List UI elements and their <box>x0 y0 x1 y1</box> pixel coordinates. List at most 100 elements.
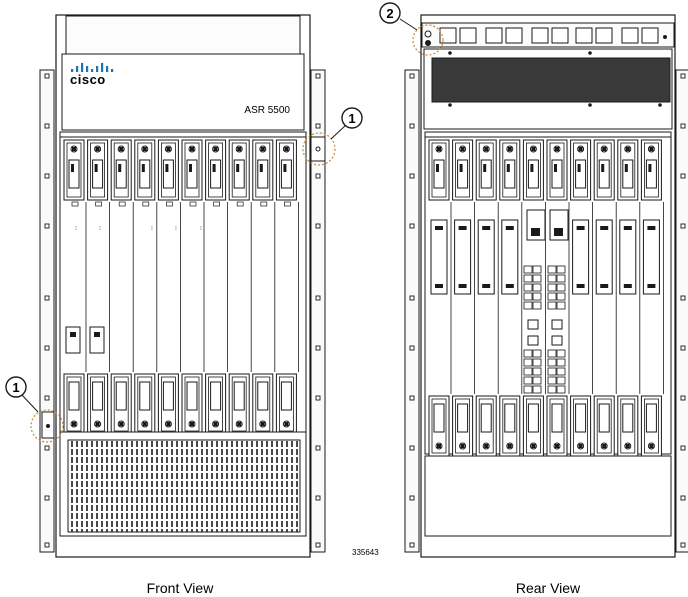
front-card-module-lower <box>275 373 297 435</box>
rear-dark-filter <box>431 57 671 103</box>
cisco-logo-bar <box>106 66 109 72</box>
rear-power-entry <box>575 27 593 44</box>
front-top-panel <box>65 15 301 55</box>
rear-io-port <box>532 301 542 310</box>
rear-ground-lug-upper <box>424 30 432 38</box>
front-card-module-upper <box>228 139 250 201</box>
rear-io-port <box>556 349 566 358</box>
rear-view: 2 Rear View <box>379 2 688 596</box>
rear-line-card <box>454 219 472 295</box>
rack-ear-hole <box>315 445 321 451</box>
front-rack-ear-holes <box>44 73 321 548</box>
front-callout-badge-upper <box>341 107 363 129</box>
rear-callout-number: 2 <box>386 6 393 21</box>
front-callout-ring-upper <box>302 132 336 166</box>
front-right-rack-ear <box>310 69 326 553</box>
rear-io-port <box>556 274 566 283</box>
rack-ear-hole <box>315 73 321 79</box>
rear-card-module-upper <box>617 139 639 201</box>
rack-ear-hole <box>409 345 415 351</box>
rack-ear-hole <box>315 223 321 229</box>
rear-io-port <box>547 274 557 283</box>
rack-ear-hole <box>315 173 321 179</box>
rear-io-port <box>523 301 533 310</box>
rack-ear-hole <box>409 123 415 129</box>
rear-io-port <box>547 367 557 376</box>
rear-io-port <box>523 385 533 394</box>
rear-io-port <box>547 265 557 274</box>
front-esd-jack-upper <box>310 136 326 162</box>
rack-ear-hole <box>44 295 50 301</box>
rear-io-port <box>547 385 557 394</box>
rear-io-port <box>532 367 542 376</box>
rack-ear-hole <box>44 495 50 501</box>
rear-card-module-lower <box>499 395 521 457</box>
front-card-module-upper <box>134 139 156 201</box>
rear-io-connector <box>554 228 563 236</box>
front-card-module-lower <box>228 373 250 435</box>
front-slot-mark: ⁝ <box>99 225 101 232</box>
rear-card-module-lower <box>522 395 544 457</box>
rear-callout-badge <box>379 2 401 24</box>
rear-power-entry <box>621 27 639 44</box>
front-slot-latch <box>118 201 126 207</box>
front-slot-mark: ⁝ <box>75 225 77 232</box>
rack-ear-hole <box>680 495 686 501</box>
rear-power-entry <box>439 27 457 44</box>
rear-card-module-upper <box>499 139 521 201</box>
front-card-module-upper <box>110 139 132 201</box>
rack-ear-hole <box>44 542 50 548</box>
rear-io-port <box>523 349 533 358</box>
rear-io-port <box>523 283 533 292</box>
rear-mgmt-port <box>527 335 539 346</box>
rack-ear-hole <box>315 295 321 301</box>
rear-io-port <box>556 301 566 310</box>
rear-card-module-upper <box>475 139 497 201</box>
rack-ear-hole <box>44 73 50 79</box>
front-slot-dividers: ⁝⁝⁝⁝⁝ <box>71 201 299 372</box>
rack-ear-hole <box>409 542 415 548</box>
rack-ear-hole <box>315 495 321 501</box>
front-slot-latch <box>213 201 220 207</box>
rack-ear-hole <box>44 345 50 351</box>
rear-card-module-lower <box>617 395 639 457</box>
rack-ear-hole <box>409 173 415 179</box>
rear-card-module-upper <box>452 139 474 201</box>
front-card-module-lower <box>252 373 274 435</box>
front-slot-mark: ⁝ <box>200 225 202 232</box>
rear-slot-dividers <box>450 202 664 394</box>
rear-io-port <box>532 349 542 358</box>
front-callout-number-upper: 1 <box>348 111 355 126</box>
rack-ear-hole <box>409 445 415 451</box>
rear-view-caption: Rear View <box>516 580 581 596</box>
rear-card-module-upper <box>428 139 450 201</box>
rear-line-card <box>619 219 637 295</box>
rear-io-port <box>532 283 542 292</box>
rear-mgmt-port <box>527 319 539 330</box>
rack-ear-hole <box>315 345 321 351</box>
cisco-logo-bar <box>81 63 84 72</box>
rack-ear-hole <box>44 123 50 129</box>
front-card-module-lower <box>205 373 227 435</box>
rack-ear-hole <box>680 295 686 301</box>
rear-card-module-upper <box>640 139 662 201</box>
figure-number: 335643 <box>352 548 379 557</box>
cisco-logo-bar <box>86 66 89 72</box>
rear-io-port <box>547 283 557 292</box>
rear-card-module-upper <box>593 139 615 201</box>
cisco-logo-bar <box>101 63 104 72</box>
rear-power-entry <box>505 27 523 44</box>
rack-ear-hole <box>409 223 415 229</box>
front-logo-panel <box>61 53 305 131</box>
rear-mgmt-port <box>551 335 563 346</box>
rear-power-entry <box>459 27 477 44</box>
rack-ear-hole <box>44 445 50 451</box>
rack-ear-hole <box>409 495 415 501</box>
rack-ear-hole <box>680 223 686 229</box>
rear-card-module-lower <box>546 395 568 457</box>
cisco-logo-bar <box>96 66 99 72</box>
rear-power-screw <box>663 35 667 39</box>
rear-io-port <box>523 358 533 367</box>
